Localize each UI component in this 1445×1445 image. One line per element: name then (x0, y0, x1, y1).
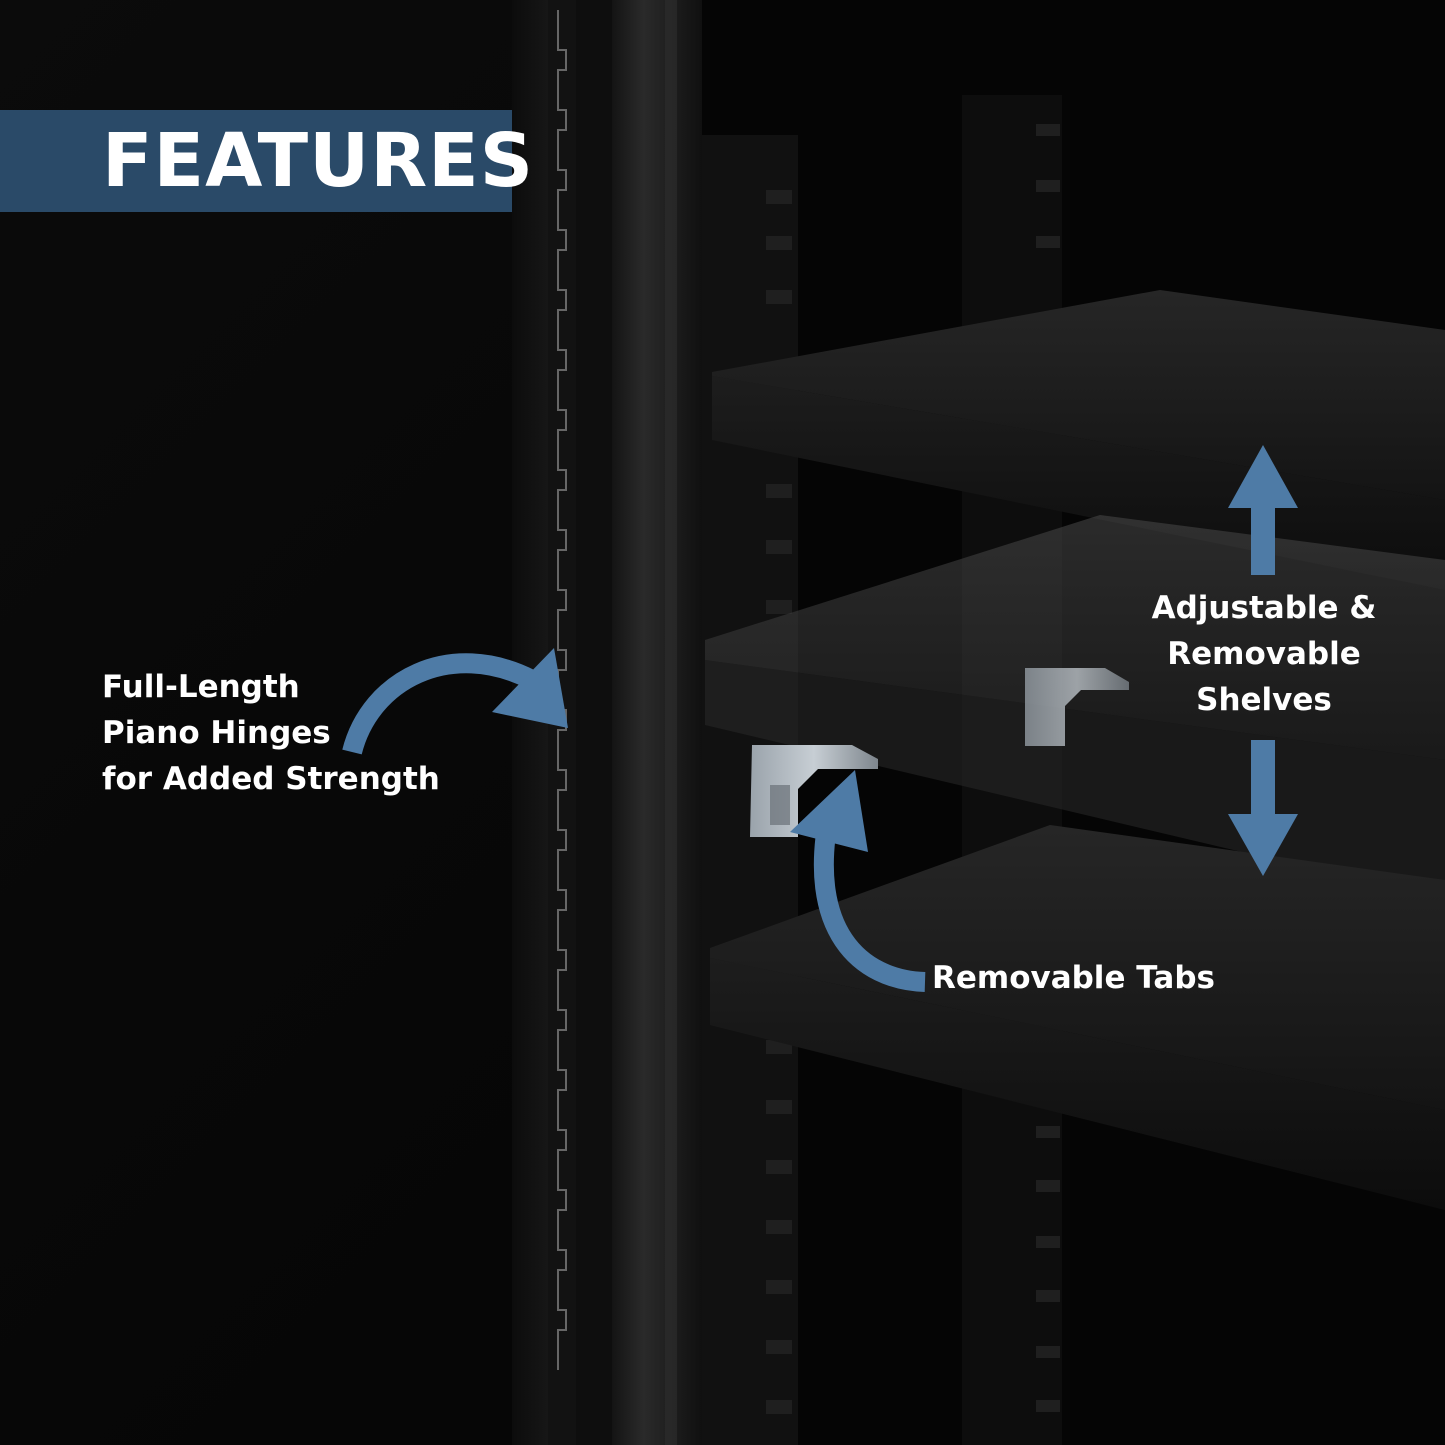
features-banner (0, 110, 512, 212)
shelves-callout: Adjustable & Removable Shelves (1130, 585, 1398, 723)
hinge-callout-line: for Added Strength (102, 761, 440, 797)
hinge-callout-line: Piano Hinges (102, 715, 331, 751)
removable-tab-secondary (1025, 668, 1129, 746)
shelves-callout-line: Removable (1167, 636, 1361, 672)
tabs-callout-line: Removable Tabs (932, 960, 1215, 996)
removable-tab (750, 745, 878, 837)
lower-shelf (710, 825, 1445, 1210)
shelves-callout-line: Adjustable & (1151, 590, 1377, 626)
tab-arrow-icon (790, 770, 926, 992)
shelves-callout-line: Shelves (1196, 682, 1332, 718)
tabs-callout: Removable Tabs (932, 955, 1215, 1001)
page-title: FEATURES (102, 118, 535, 204)
shelf-arrow-icon (1228, 445, 1298, 876)
hinge-arrow-icon (342, 648, 568, 755)
hinge-callout: Full-Length Piano Hinges for Added Stren… (102, 664, 440, 802)
cabinet-frame (612, 0, 702, 1445)
hinge-callout-line: Full-Length (102, 669, 300, 705)
